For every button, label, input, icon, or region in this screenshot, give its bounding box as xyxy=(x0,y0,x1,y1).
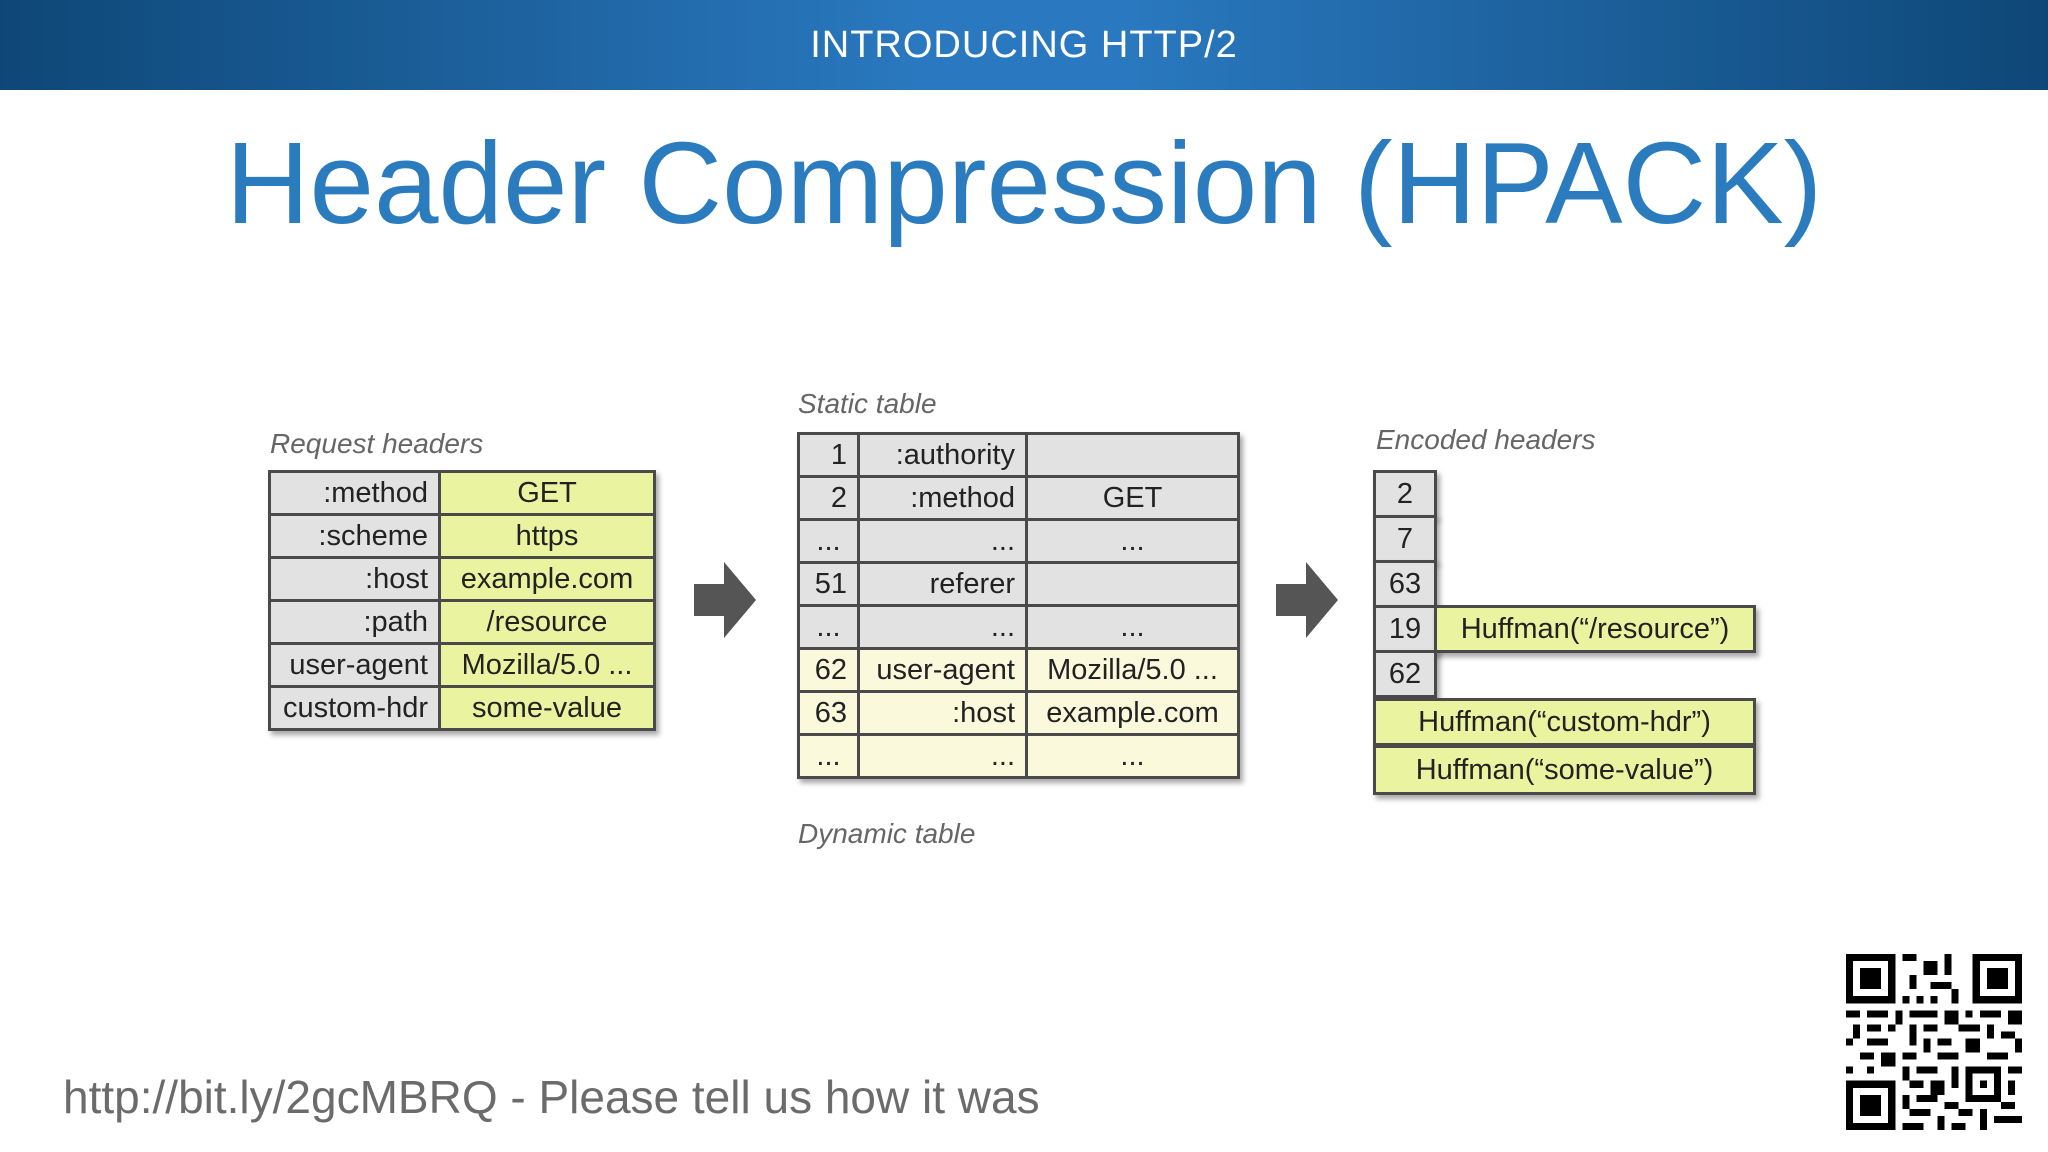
dynamic-table-caption: Dynamic table xyxy=(798,818,976,849)
value-cell: Mozilla/5.0 ... xyxy=(1025,647,1240,693)
encoded-index: 62 xyxy=(1373,650,1437,698)
request-headers-caption: Request headers xyxy=(270,428,484,459)
index-cell: 62 xyxy=(797,647,860,693)
value-cell: GET xyxy=(1025,475,1240,521)
qr-code-icon[interactable] xyxy=(1846,954,2022,1130)
value-cell: ... xyxy=(1025,733,1240,779)
index-cell: ... xyxy=(797,604,860,650)
header-value: /resource xyxy=(438,599,656,645)
name-cell: ... xyxy=(857,518,1028,564)
table-row: :path/resource xyxy=(268,599,656,645)
header-bar: INTRODUCING HTTP/2 xyxy=(0,0,2048,90)
slide-title: Header Compression (HPACK) xyxy=(225,118,1823,248)
index-cell: ... xyxy=(797,518,860,564)
header-value: Mozilla/5.0 ... xyxy=(438,642,656,688)
huffman-value: Huffman(“some-value”) xyxy=(1373,745,1756,795)
value-cell: ... xyxy=(1025,518,1240,564)
header-name: :scheme xyxy=(268,513,441,559)
right-arrow-icon xyxy=(694,562,756,638)
name-cell: :authority xyxy=(857,432,1028,478)
table-row: 1:authority xyxy=(797,432,1240,478)
table-row: ......... xyxy=(797,604,1240,650)
index-cell: ... xyxy=(797,733,860,779)
header-name: :path xyxy=(268,599,441,645)
header-value: GET xyxy=(438,470,656,516)
static-table-caption: Static table xyxy=(798,388,937,419)
encoded-index: 7 xyxy=(1373,515,1437,563)
index-cell: 2 xyxy=(797,475,860,521)
index-cell: 1 xyxy=(797,432,860,478)
huffman-path: Huffman(“/resource”) xyxy=(1434,605,1756,653)
header-name: user-agent xyxy=(268,642,441,688)
index-cell: 63 xyxy=(797,690,860,736)
value-cell: ... xyxy=(1025,604,1240,650)
feedback-link[interactable]: http://bit.ly/2gcMBRQ - Please tell us h… xyxy=(63,1071,1040,1123)
name-cell: referer xyxy=(857,561,1028,607)
header-value: https xyxy=(438,513,656,559)
name-cell: :host xyxy=(857,690,1028,736)
header-name: :host xyxy=(268,556,441,602)
table-row: ......... xyxy=(797,733,1240,779)
value-cell xyxy=(1025,561,1240,607)
header-name: custom-hdr xyxy=(268,685,441,731)
encoded-index: 2 xyxy=(1373,470,1437,518)
right-arrow-icon xyxy=(1276,562,1338,638)
encoded-index: 63 xyxy=(1373,560,1437,608)
encoded-headers-caption: Encoded headers xyxy=(1376,424,1596,455)
huffman-name: Huffman(“custom-hdr”) xyxy=(1373,698,1756,746)
value-cell: example.com xyxy=(1025,690,1240,736)
header-name: :method xyxy=(268,470,441,516)
table-row: ......... xyxy=(797,518,1240,564)
name-cell: ... xyxy=(857,604,1028,650)
value-cell xyxy=(1025,432,1240,478)
name-cell: ... xyxy=(857,733,1028,779)
name-cell: :method xyxy=(857,475,1028,521)
encoded-index: 19 xyxy=(1373,605,1437,653)
section-title: INTRODUCING HTTP/2 xyxy=(810,23,1238,66)
name-cell: user-agent xyxy=(857,647,1028,693)
index-cell: 51 xyxy=(797,561,860,607)
header-value: example.com xyxy=(438,556,656,602)
header-value: some-value xyxy=(438,685,656,731)
